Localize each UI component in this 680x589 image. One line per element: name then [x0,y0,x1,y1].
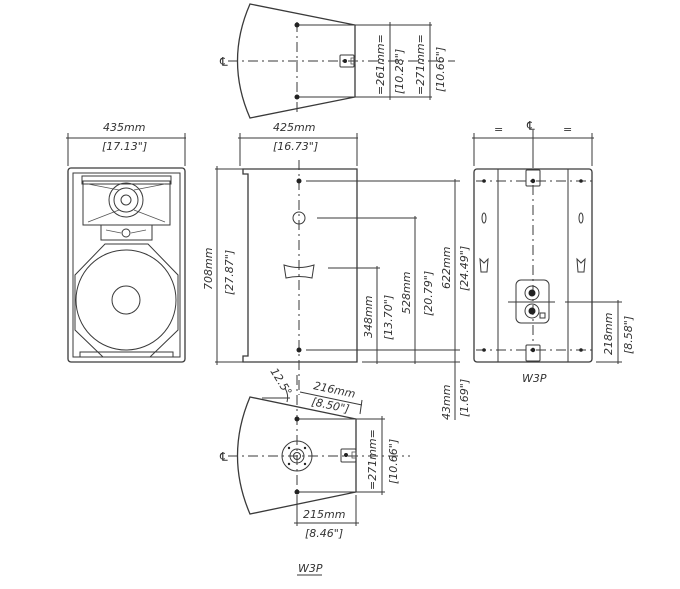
equal-mark: = [563,123,572,136]
rear-bracket-bottom [525,344,541,362]
dim-label: [20.79"] [422,271,435,316]
dim-label: 425mm [273,121,315,134]
dim-label: 348mm [362,296,375,338]
dim-label: 708mm [202,248,215,290]
top-view: ℄ =261mm= [10.28"] =271mm= [10.66"] [219,3,455,119]
compression-driver-center [120,194,132,206]
dim-label: [16.73"] [273,140,318,153]
mount-point [296,178,302,184]
bottom-view: ℄ 12.5° 216mm [8.50"] =271mm= [10.66"] 2… [219,366,410,540]
rear-bracket-top [525,169,541,187]
dim-label: [17.13"] [102,140,147,153]
mount-point [294,416,300,422]
bracket-bolt [344,453,348,457]
top-view-outline [236,3,356,119]
horn-neck [100,225,153,241]
dim-label: =261mm= [374,34,387,95]
dim-label: [8.58"] [622,316,635,354]
dim-label: 435mm [103,121,145,134]
dim-label: =271mm= [414,34,427,95]
pole-socket [292,211,306,225]
flange-bolt [287,446,291,450]
centerline-symbol: ℄ [219,55,228,69]
dim-label: [24.49"] [458,246,471,291]
cabinet-front [67,167,186,363]
bracket-bolt [343,59,347,63]
speakon-pin [528,307,536,315]
centerline-symbol: ℄ [526,119,535,133]
dim-label: 215mm [303,508,345,521]
handle [283,264,315,279]
speakon-connector-icon [524,285,540,301]
cabinet-rear [473,168,593,363]
pole-mount-center [293,452,301,460]
bottom-view-outline [236,396,357,515]
angle-label: 12.5° [267,366,294,398]
mount-point [294,94,300,100]
speakon-connector-icon [524,303,540,319]
dim-label: 218mm [602,313,615,355]
port-icon [121,228,131,238]
horn-top-plate [81,175,172,185]
compression-driver-outer [108,182,144,218]
compression-driver-mid [113,187,139,213]
mount-point [482,348,486,352]
cabinet-side [242,168,358,363]
mount-point [482,179,486,183]
cabinet-base [79,351,174,358]
dim-label: 528mm [400,272,413,314]
angle-arc [284,387,289,403]
dim-label: [10.66"] [434,47,447,92]
speakon-pin [528,289,536,297]
horn-frame [82,180,171,226]
mount-point [294,489,300,495]
dim-label: [10.66"] [387,439,400,484]
flange-bolt [303,462,307,466]
dim-label: [1.69"] [458,379,471,417]
dim-label: [10.28"] [393,49,406,94]
dim-label: [8.46"] [305,527,343,540]
mount-point [579,348,583,352]
flange-bolt [303,446,307,450]
dimension-line [299,391,363,406]
handle-cup-icon [576,257,586,273]
side-view: 425mm [16.73"] 708mm [27.87"] 348mm [13.… [202,121,471,420]
mount-point [294,22,300,28]
woofer-dustcap [111,285,141,315]
equal-mark: = [494,123,503,136]
bracket-slot [351,451,357,459]
dim-label: 622mm [440,247,453,289]
rear-view: = ℄ = 218mm [8.58"] [472,119,635,385]
pole-mount-socket [289,448,305,464]
flange-bolt [287,462,291,466]
woofer-cone [75,249,177,351]
bracket-bolt [530,347,536,353]
woofer-basket [74,243,179,358]
bracket-bolt [530,178,536,184]
top-bracket [339,54,355,68]
neck-detail [105,229,147,234]
cabinet-grille-frame [72,172,181,358]
drawing-title: W3P [298,562,323,575]
indicator-square [539,312,546,319]
mount-point [579,179,583,183]
front-view: 435mm [17.13"] [66,121,186,363]
pole-mount-flange [281,440,313,472]
dim-label: [27.87"] [223,250,236,295]
rear-view-label: W3P [522,372,547,385]
handle-cup-icon [479,257,489,273]
slot-icon [481,212,487,224]
slot-icon [578,212,584,224]
dim-label: [13.70"] [382,295,395,340]
extension-line [359,399,363,415]
bracket-slot [350,57,356,65]
centerline-symbol: ℄ [219,450,228,464]
horn-flare [87,183,166,223]
dim-label: 43mm [440,385,453,420]
mount-point [296,347,302,353]
dim-label: =271mm= [366,429,379,490]
